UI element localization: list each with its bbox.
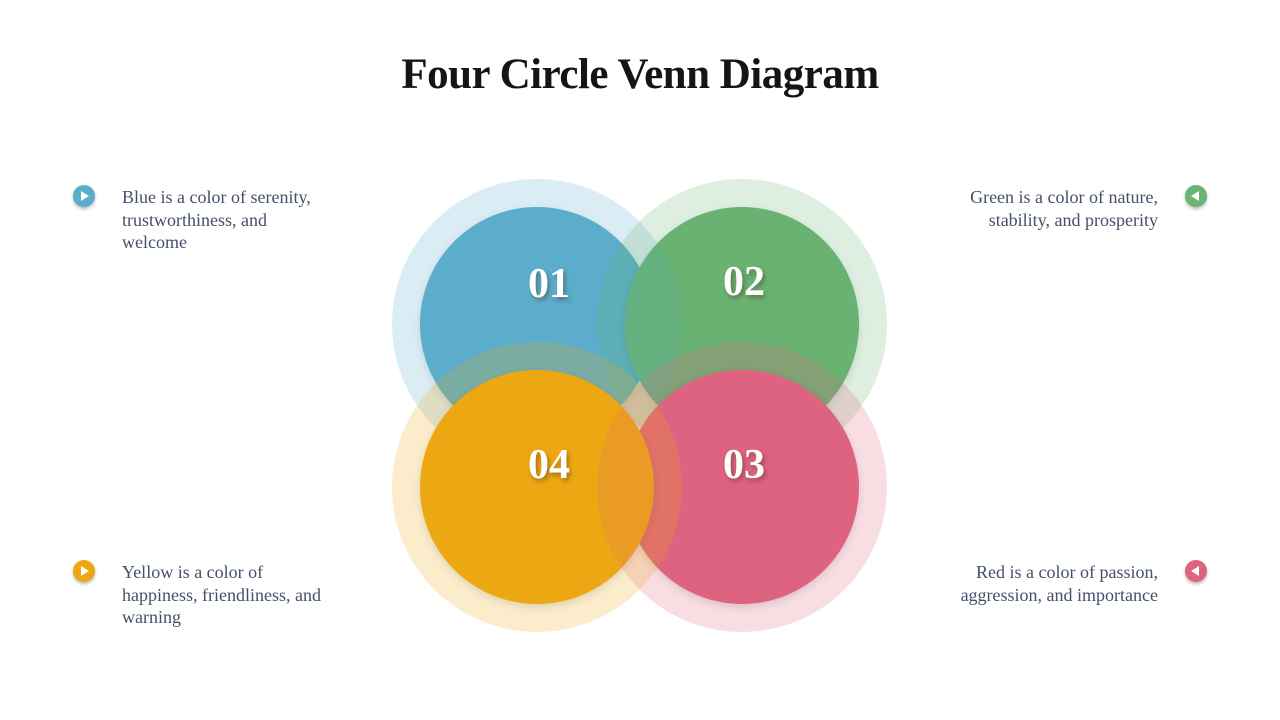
play-right-icon (81, 566, 89, 576)
note-line: Red is a color of passion, (976, 562, 1158, 582)
play-right-icon (81, 191, 89, 201)
blue-circle-number: 01 (528, 261, 570, 307)
note-line: stability, and prosperity (988, 209, 1158, 230)
note-line: aggression, and importance (960, 584, 1158, 605)
note-line: happiness, friendliness, and (122, 584, 321, 605)
yellow-circle (420, 370, 654, 604)
green-note-marker-icon (1185, 185, 1207, 207)
page-title: Four Circle Venn Diagram (401, 51, 879, 98)
note-line: welcome (122, 232, 187, 252)
blue-note-marker-icon (73, 185, 95, 207)
play-left-icon (1191, 191, 1199, 201)
yellow-note: Yellow is a color of happiness, friendli… (122, 561, 382, 629)
red-note-marker-icon (1185, 560, 1207, 582)
note-line: Green is a color of nature, (970, 187, 1158, 207)
note-line: warning (122, 607, 181, 627)
yellow-circle-halo (392, 342, 682, 632)
red-circle (625, 370, 859, 604)
note-line: trustworthiness, and (122, 209, 267, 230)
play-left-icon (1191, 566, 1199, 576)
yellow-circle-number: 04 (528, 442, 570, 488)
red-circle-number: 03 (723, 442, 765, 488)
note-line: Yellow is a color of (122, 562, 264, 582)
yellow-note-marker-icon (73, 560, 95, 582)
red-note: Red is a color of passion, aggression, a… (848, 561, 1158, 606)
green-circle-number: 02 (723, 259, 765, 305)
green-note: Green is a color of nature, stability, a… (848, 186, 1158, 231)
red-circle-halo (597, 342, 887, 632)
blue-note: Blue is a color of serenity, trustworthi… (122, 186, 382, 254)
note-line: Blue is a color of serenity, (122, 187, 311, 207)
